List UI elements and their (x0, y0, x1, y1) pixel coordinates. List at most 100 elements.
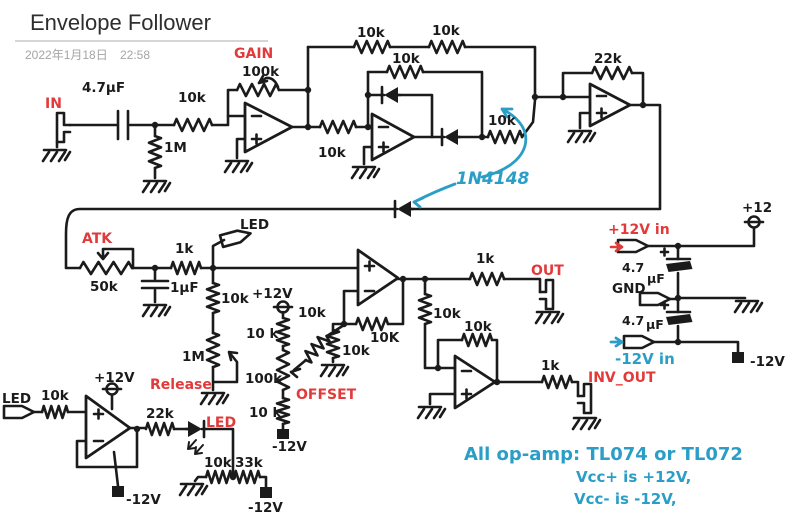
ground (141, 179, 172, 194)
jack-out (538, 278, 555, 311)
label-resistor-22k: 22k (594, 51, 623, 67)
ground (534, 310, 565, 325)
label-atk-pot: 50k (90, 279, 119, 295)
cap-power1-plate (659, 247, 692, 261)
resistor-rectifier-out (486, 129, 524, 145)
resistor-top-1 (352, 39, 392, 55)
note-opamp-line2: Vcc+ is +12V, (576, 468, 691, 486)
label-n12v-in: -12V in (615, 350, 675, 368)
release-pot-resistor (205, 331, 221, 369)
labels: IN 4.7μF 10k 1M GAIN 100k 10k 10k 10k 10… (2, 23, 785, 516)
label-p12v-in: +12V in (608, 222, 670, 238)
ground (141, 303, 172, 318)
diode-feedback (379, 85, 402, 105)
ground (199, 391, 230, 406)
led-connector-bottom (2, 404, 36, 420)
resistor-opamp4-gnd (325, 328, 341, 360)
label-resistor-release: 10k (221, 291, 250, 307)
ground (178, 482, 209, 497)
label-cap-env: 1μF (170, 280, 199, 296)
resistor-offset-top (275, 316, 291, 348)
cap-input (116, 109, 130, 141)
diode-note-arrow-up (480, 107, 528, 179)
resistor-led-out (144, 421, 176, 437)
jack-in (55, 111, 72, 144)
resistor-1k-out (468, 271, 506, 287)
ground (416, 405, 447, 420)
label-led-connector-bottom: LED (2, 391, 31, 407)
resistor-10k-release (205, 281, 221, 315)
diode-note-arrow-down (412, 182, 457, 209)
cap-power1-body (666, 261, 693, 272)
label-resistor-top1: 10k (357, 25, 386, 41)
label-resistor-env: 1k (175, 241, 194, 257)
label-led: LED (206, 415, 236, 431)
label-diode-type: 1N4148 (456, 169, 530, 189)
label-p12v-driver: +12V (94, 370, 135, 386)
diode-envelope (392, 199, 415, 219)
resistor-top-2 (427, 39, 467, 55)
label-p12-terminal: +12 (742, 200, 772, 216)
resistor-led-in (40, 404, 70, 420)
page-title: Envelope Follower (30, 10, 211, 35)
ground (350, 165, 381, 180)
gain-pot-resistor (235, 82, 281, 98)
label-resistor-stage2: 10k (318, 145, 347, 161)
resistor-1k-invout (540, 374, 574, 390)
label-resistor-fb-upper: 10k (392, 51, 421, 67)
ground (733, 299, 764, 314)
resistor-stage2-in (318, 119, 358, 135)
label-resistor-led-gnd: 10k (204, 455, 233, 471)
ground (223, 159, 254, 174)
cap-envelope (140, 279, 170, 290)
label-resistor-led-neg: 33k (235, 455, 264, 471)
opamp-4 (356, 248, 400, 307)
note-time: 22:58 (120, 48, 150, 62)
label-offset: OFFSET (296, 387, 357, 403)
n12v-in-arrow (609, 336, 624, 348)
n12v-terminal-driver (112, 486, 124, 497)
label-resistor-led-in: 10k (41, 388, 70, 404)
opamp-1 (243, 101, 294, 154)
atk-pot-resistor (78, 260, 134, 276)
label-in: IN (45, 96, 62, 112)
n12v-terminal-offset (277, 429, 289, 439)
label-cap-input: 4.7μF (82, 80, 125, 96)
label-resistor-input: 10k (178, 90, 207, 106)
resistor-opamp5-feedback (460, 332, 494, 348)
note-opamp-line3: Vcc- is -12V, (574, 490, 677, 508)
label-resistor-offset-sum: 10k (298, 305, 327, 321)
label-n12v-led: -12V (248, 500, 283, 516)
resistor-shunt-1M (147, 134, 163, 170)
label-n12v-offset: -12V (272, 439, 307, 455)
jack-invout (576, 382, 593, 415)
resistor-led-neg (232, 469, 262, 485)
label-resistor-mid: 10k (433, 306, 462, 322)
label-gain: GAIN (234, 46, 273, 62)
label-resistor-top2: 10k (432, 23, 461, 39)
label-resistor-out: 1k (476, 251, 495, 267)
diode-series (439, 127, 462, 147)
note-date: 2022年1月18日 (25, 48, 108, 62)
label-gnd-connector: GND (612, 281, 646, 297)
n12v-terminal-led (260, 487, 272, 498)
ground (566, 129, 597, 144)
opamp-5 (453, 354, 497, 410)
resistor-led-gnd (204, 469, 234, 485)
resistor-1k-env (169, 260, 203, 276)
p12-terminal (743, 215, 765, 229)
label-n12v-driver: -12V (126, 492, 161, 508)
label-resistor-led-out: 22k (146, 406, 175, 422)
label-resistor-opamp4-fb: 10K (370, 330, 400, 346)
wires (32, 45, 756, 489)
opamp-2 (370, 112, 416, 162)
label-out: OUT (531, 263, 564, 279)
label-resistor-shunt: 1M (164, 140, 187, 156)
label-resistor-opamp4-gnd: 10k (342, 343, 371, 359)
label-resistor-offset-bottom: 10 k (249, 405, 282, 421)
label-gain-pot: 100k (242, 64, 280, 80)
ground (41, 148, 72, 163)
resistor-22k-feedback (590, 65, 634, 81)
junction-dots (133, 86, 682, 481)
